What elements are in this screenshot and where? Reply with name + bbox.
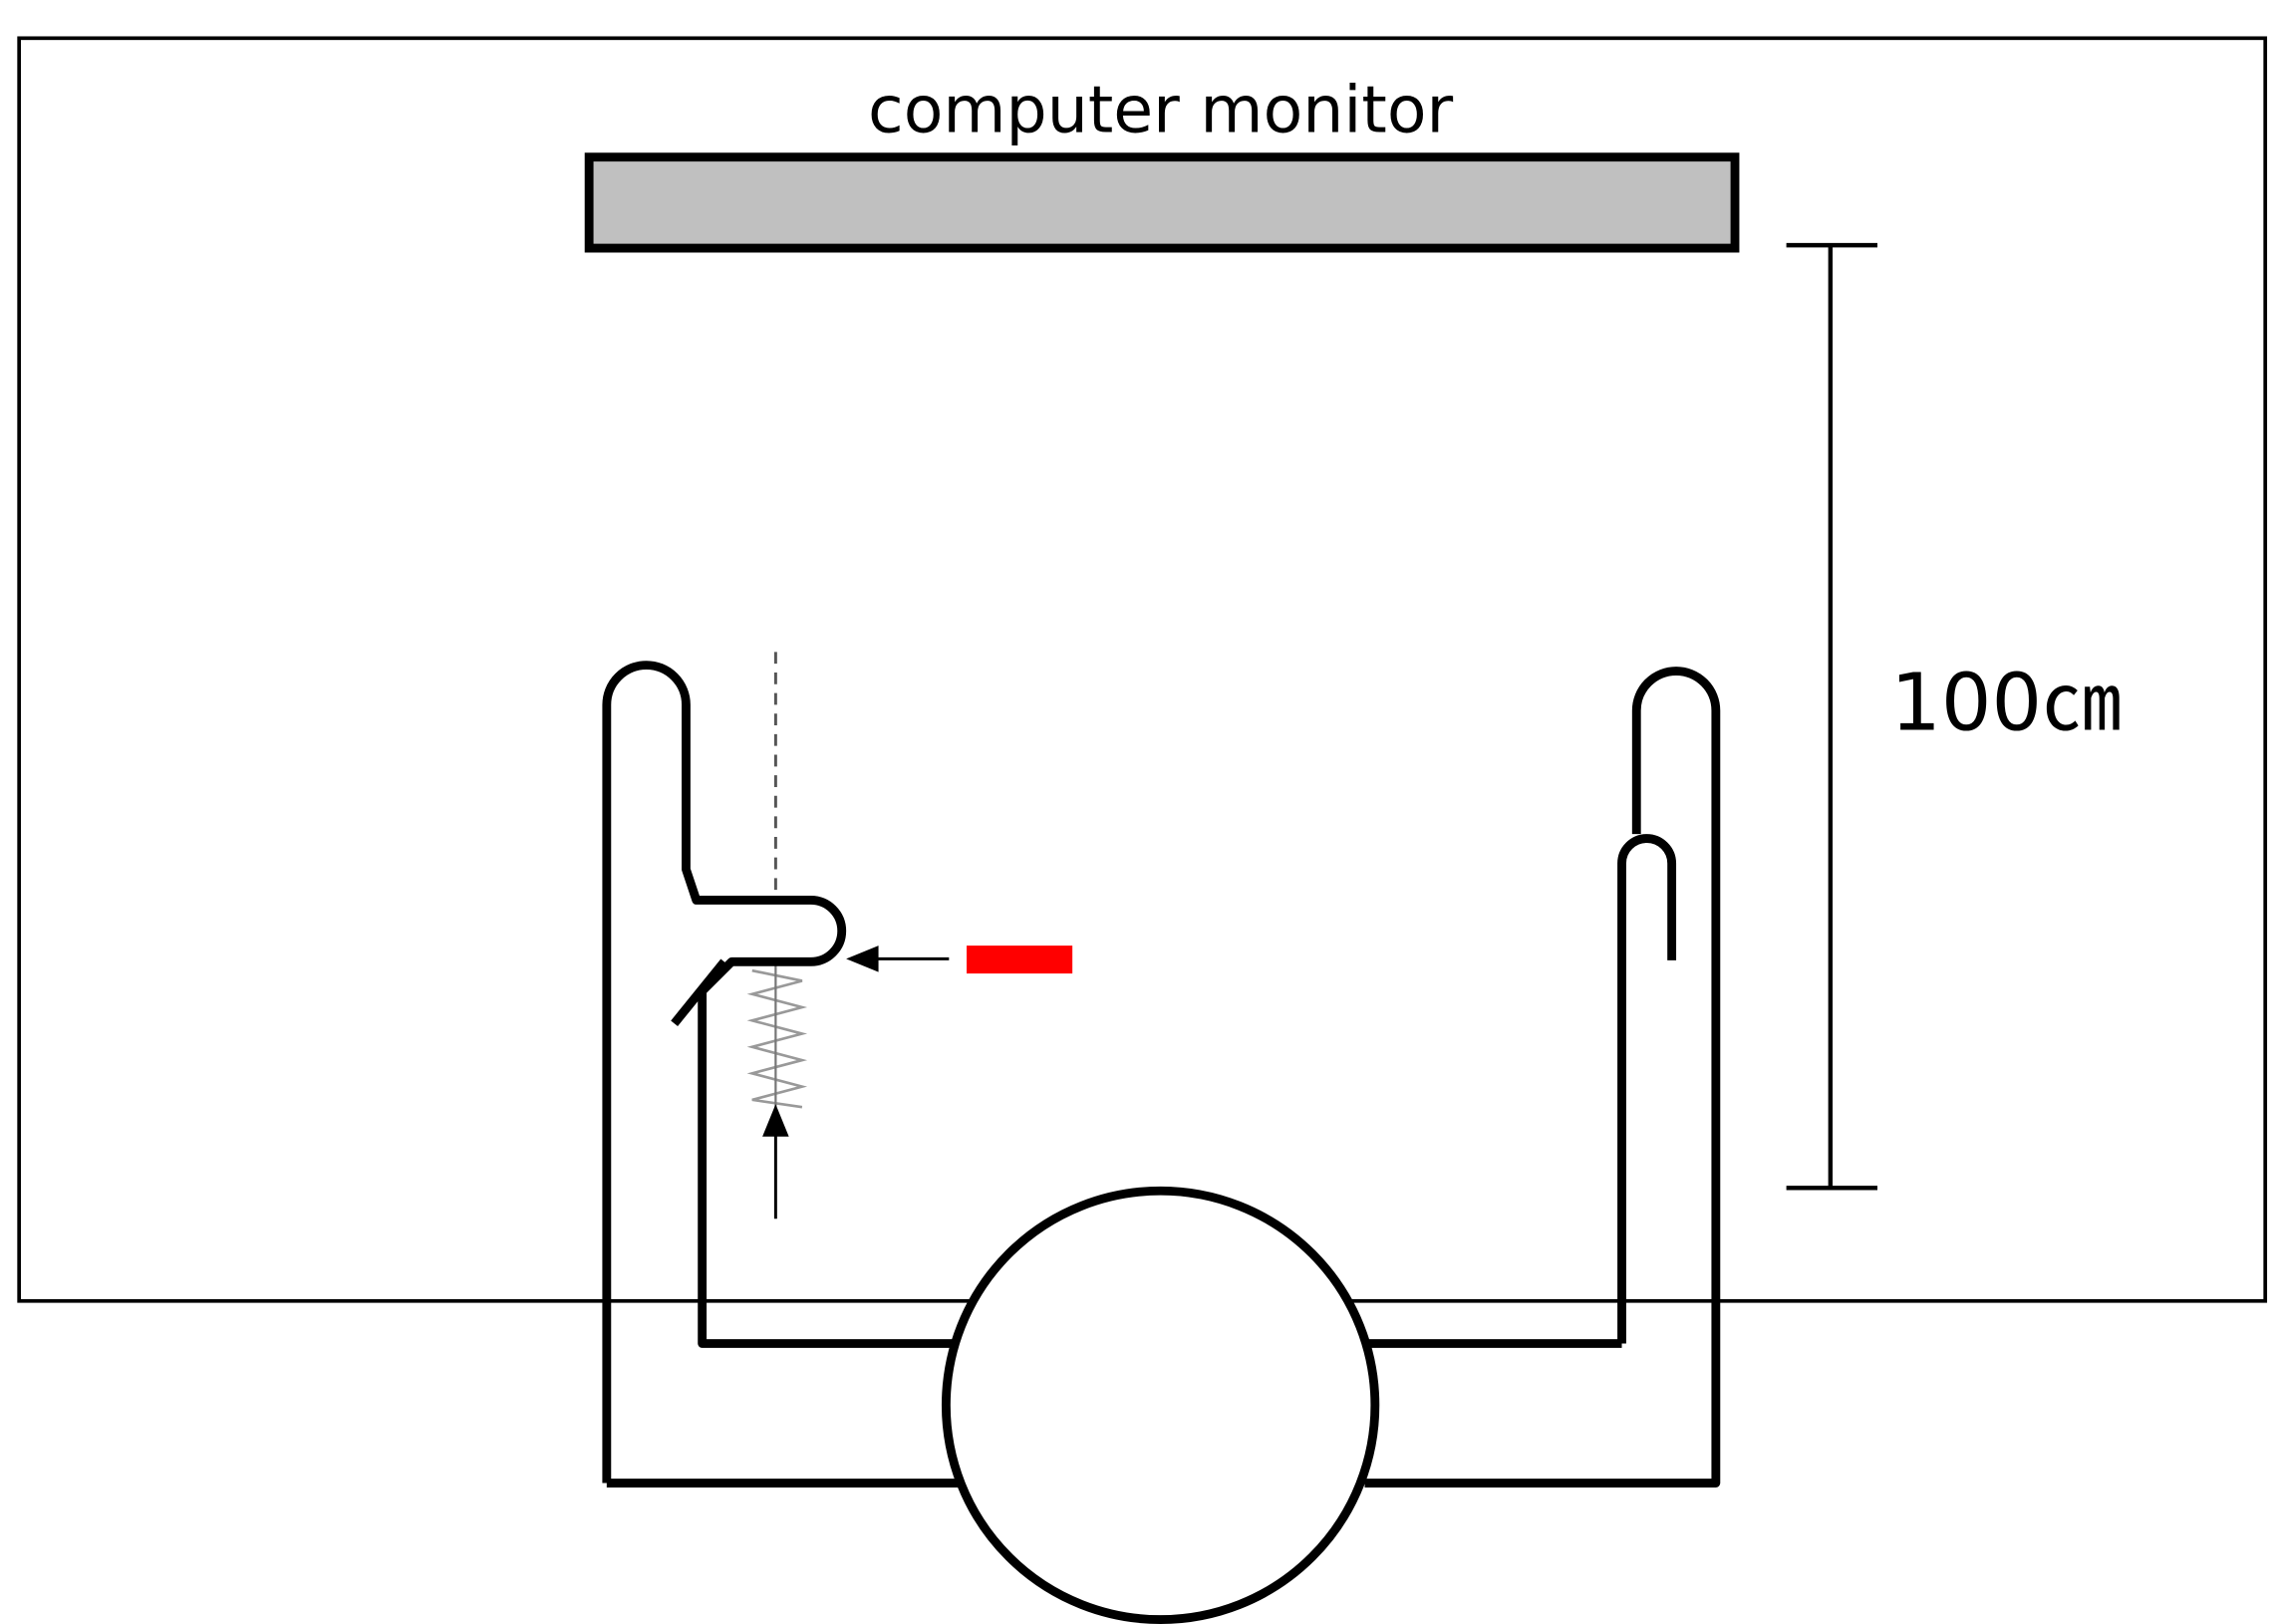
computer-monitor: [584, 152, 1740, 253]
red-target-marker: [967, 946, 1073, 974]
monitor-label: computer monitor: [868, 74, 1453, 148]
leftward-arrow-head: [846, 946, 879, 972]
distance-dimension-line: [1786, 242, 1878, 1191]
spring: [746, 968, 808, 1109]
distance-label: 100㎝: [1890, 656, 2122, 748]
right-hand-arm: [1364, 667, 1721, 1488]
upward-arrow-head: [762, 1104, 789, 1137]
right-hand-finger: [1617, 834, 1677, 1344]
left-hand-finger-fold: [671, 958, 728, 1027]
participant-head: [941, 1186, 1380, 1624]
left-hand-arm: [602, 661, 963, 1484]
